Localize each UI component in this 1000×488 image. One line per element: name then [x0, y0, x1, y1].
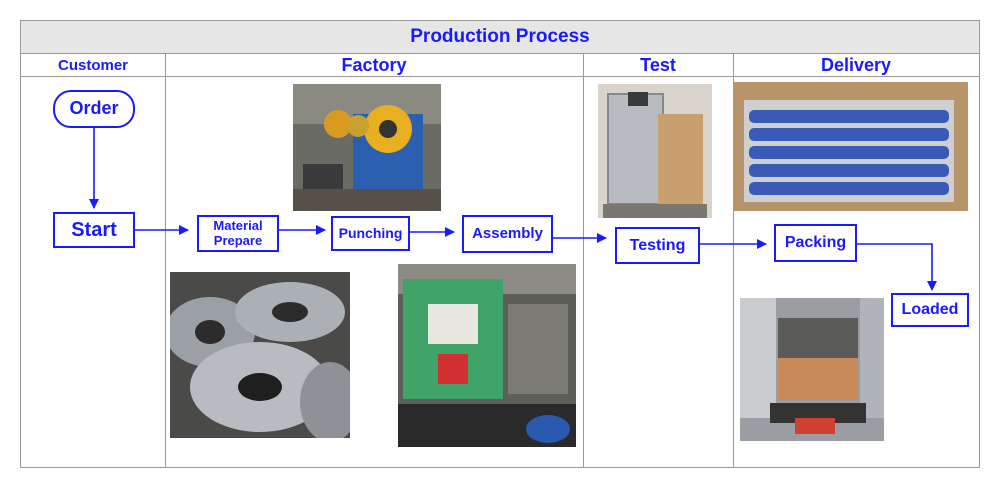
assembly-node: Assembly	[462, 215, 553, 253]
loaded-node: Loaded	[891, 293, 969, 327]
packing-node: Packing	[774, 224, 857, 262]
order-node: Order	[53, 90, 135, 128]
material-prepare-node: Material Prepare	[197, 215, 279, 252]
material-label-line2: Prepare	[214, 234, 262, 248]
material-label-line1: Material	[213, 219, 262, 233]
punching-node: Punching	[331, 216, 410, 251]
arrow-packing-loaded	[857, 244, 932, 290]
start-node: Start	[53, 212, 135, 248]
testing-node: Testing	[615, 227, 700, 264]
